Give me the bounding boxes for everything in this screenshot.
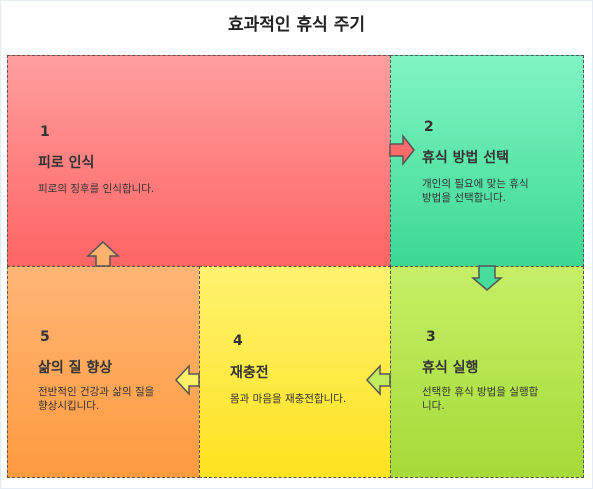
step-4-number: 4 [233,333,243,349]
step-5-desc-line-2: 향상시킵니다. [38,400,100,412]
step-3-desc-line-1: 선택한 휴식 방법을 실행합 [422,386,539,398]
step-3-desc-line-2: 니다. [422,400,445,412]
step-3-panel: 3 휴식 실행 선택한 휴식 방법을 실행합 니다. [390,266,584,478]
step-5-desc-line-1: 전반적인 건강과 삶의 질을 [38,386,155,398]
step-5-desc: 전반적인 건강과 삶의 질을 향상시킵니다. [38,385,154,413]
step-1-number: 1 [40,124,50,140]
step-2-desc-line-1: 개인의 필요에 맞는 휴식 [422,178,529,190]
step-3-title: 휴식 실행 [422,360,479,376]
step-2-panel: 2 휴식 방법 선택 개인의 필요에 맞는 휴식 방법을 선택합니다. [390,55,584,267]
step-3-number: 3 [426,329,436,345]
step-2-desc: 개인의 필요에 맞는 휴식 방법을 선택합니다. [422,177,529,205]
step-5-title: 삶의 질 향상 [38,360,113,376]
step-2-title: 휴식 방법 선택 [422,150,510,166]
step-4-panel: 4 재충전 몸과 마음을 재충전합니다. [199,266,391,478]
step-2-desc-line-2: 방법을 선택합니다. [422,192,506,204]
step-5-panel: 5 삶의 질 향상 전반적인 건강과 삶의 질을 향상시킵니다. [7,266,200,478]
diagram-title: 효과적인 휴식 주기 [228,15,365,35]
step-4-desc: 몸과 마음을 재충전합니다. [230,393,347,405]
step-1-title: 피로 인식 [38,155,95,171]
step-3-desc: 선택한 휴식 방법을 실행합 니다. [422,385,538,413]
step-5-number: 5 [40,329,50,345]
step-1-desc: 피로의 징후를 인식합니다. [38,183,155,195]
step-1-panel: 1 피로 인식 피로의 징후를 인식합니다. [7,55,391,267]
step-4-title: 재충전 [230,365,269,381]
step-2-number: 2 [424,119,434,135]
